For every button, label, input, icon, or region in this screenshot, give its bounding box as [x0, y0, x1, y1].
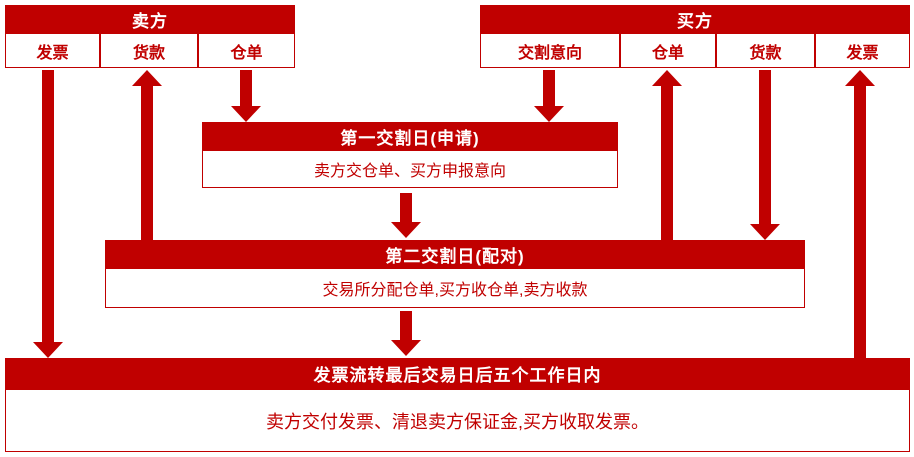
seller-item-warehouse-receipt: 仓单	[198, 33, 295, 68]
stage3-invoice-circulation-body: 卖方交付发票、清退卖方保证金,买方收取发票。	[5, 389, 910, 452]
stage3-invoice-circulation-header: 发票流转最后交易日后五个工作日内	[5, 358, 910, 389]
arrow-seller-invoice-down	[33, 70, 63, 358]
buyer-item-payment: 货款	[716, 33, 815, 68]
buyer-item-delivery-intention: 交割意向	[480, 33, 620, 68]
seller-item-payment: 货款	[100, 33, 198, 68]
arrow-seller-payment-up	[132, 70, 162, 240]
arrow-buyer-intention-down	[534, 70, 564, 122]
stage1-first-delivery-day-header: 第一交割日(申请)	[202, 122, 618, 150]
stage2-second-delivery-day-body: 交易所分配仓单,买方收仓单,卖方收款	[105, 268, 805, 308]
arrow-seller-receipt-down	[231, 70, 261, 122]
seller-header: 卖方	[5, 5, 295, 33]
arrow-stage2-to-stage3	[391, 311, 421, 356]
arrow-buyer-invoice-up	[845, 70, 875, 358]
arrow-stage1-to-stage2	[391, 193, 421, 238]
stage1-first-delivery-day-body: 卖方交仓单、买方申报意向	[202, 150, 618, 188]
buyer-item-invoice: 发票	[815, 33, 910, 68]
seller-item-invoice: 发票	[5, 33, 100, 68]
buyer-header: 买方	[480, 5, 910, 33]
stage2-second-delivery-day-header: 第二交割日(配对)	[105, 240, 805, 268]
arrow-buyer-receipt-up	[652, 70, 682, 240]
buyer-item-warehouse-receipt: 仓单	[620, 33, 716, 68]
arrow-buyer-payment-down	[750, 70, 780, 240]
